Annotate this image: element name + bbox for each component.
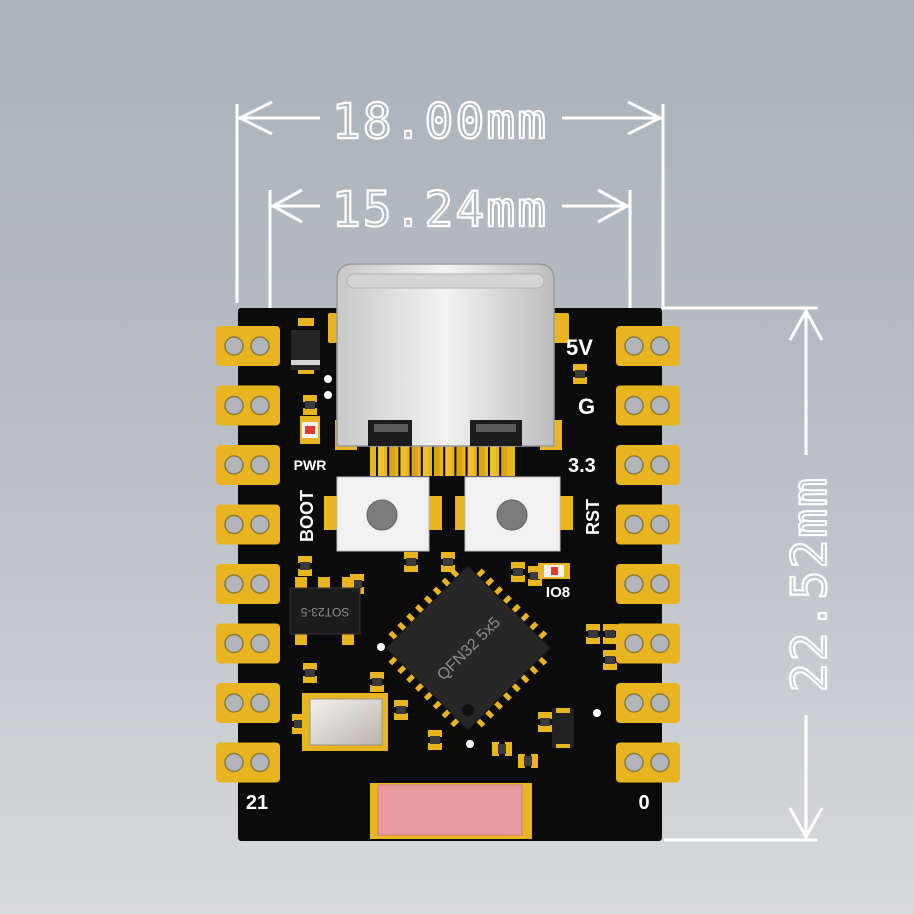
label-io8: IO8 [546, 584, 570, 601]
pin-pad [616, 504, 680, 545]
pin-pad [616, 385, 680, 426]
voltage-regulator: SOT23-5 [289, 577, 361, 645]
smd-passives [292, 364, 617, 768]
label-pin-0: 0 [638, 792, 649, 814]
smd-component [303, 395, 317, 415]
pin-header-right [616, 326, 680, 783]
silkscreen-dots [324, 375, 601, 748]
smd-component [511, 562, 525, 582]
smd-component [603, 650, 617, 670]
pin-pad [616, 326, 680, 366]
small-ic [552, 708, 574, 748]
mcu-qfn32: QFN32 5x5 [385, 565, 551, 731]
smd-component [603, 624, 617, 644]
smd-component [518, 754, 538, 768]
pin-pad [216, 742, 280, 783]
dimension-22-52mm: 22.52mm [664, 306, 839, 842]
smd-component [292, 714, 306, 734]
pin-pad [616, 445, 680, 485]
smd-component [586, 624, 600, 644]
label-pwr: PWR [294, 457, 327, 473]
pin-pad [616, 564, 680, 604]
label-pin-21: 21 [246, 792, 268, 814]
dimension-18mm-label: 18.00mm [332, 94, 548, 150]
pin-pad [216, 623, 280, 664]
dimension-18mm: 18.00mm [235, 93, 665, 310]
pin-pad [216, 683, 280, 723]
boot-button[interactable] [324, 476, 442, 552]
pin-pad [616, 623, 680, 664]
smd-component [441, 552, 455, 572]
label-boot: BOOT [297, 490, 317, 542]
pin-pad [216, 326, 280, 366]
dimension-22-52mm-label: 22.52mm [782, 476, 838, 692]
label-3v3: 3.3 [568, 455, 596, 477]
regulator-label: SOT23-5 [300, 605, 349, 619]
dimension-15-24mm: 15.24mm [268, 181, 632, 309]
smd-component [492, 742, 512, 756]
smd-component [573, 364, 587, 384]
smd-component [298, 556, 312, 576]
chip-antenna [370, 783, 532, 839]
pin-pad [216, 445, 280, 485]
smd-component [528, 566, 542, 586]
rst-button[interactable] [455, 476, 573, 552]
pin-header-left [216, 326, 280, 783]
usb-c-connector [328, 263, 569, 476]
crystal-oscillator [302, 693, 388, 751]
pin-pad [216, 564, 280, 604]
smd-component [538, 712, 552, 732]
diode [291, 318, 320, 374]
label-rst: RST [583, 499, 603, 535]
pin-pad [216, 504, 280, 545]
pin-pad [216, 385, 280, 426]
label-g: G [578, 394, 595, 419]
label-5v: 5V [566, 335, 593, 360]
smd-component [394, 700, 408, 720]
smd-component [428, 730, 442, 750]
smd-component [303, 663, 317, 683]
io8-led [538, 563, 570, 579]
pin-pad [616, 742, 680, 783]
smd-component [404, 552, 418, 572]
dimension-15-24mm-label: 15.24mm [332, 182, 548, 238]
pwr-led [300, 416, 320, 444]
smd-component [370, 672, 384, 692]
pin-pad [616, 683, 680, 723]
